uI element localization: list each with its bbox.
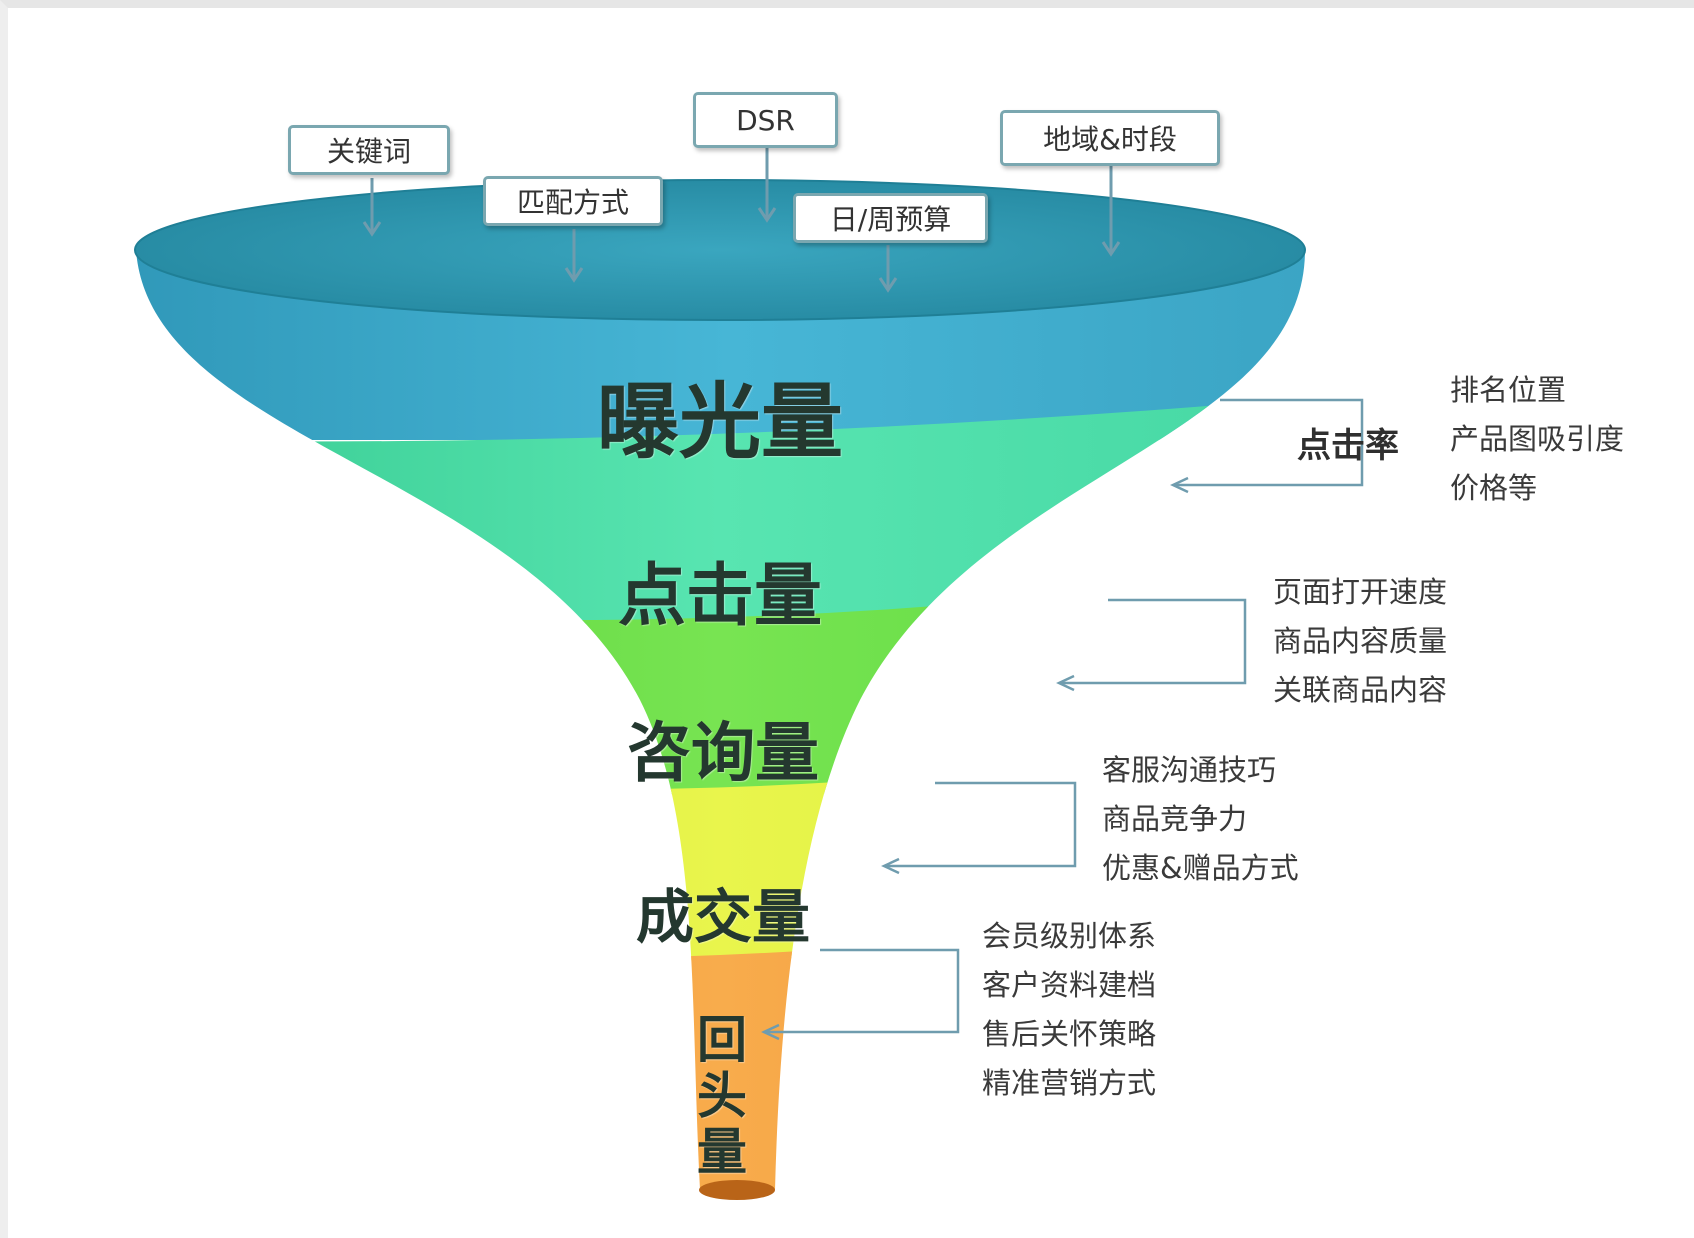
- input-box-region-time: 地域&时段: [1000, 110, 1220, 166]
- ctr-factor-item: 产品图吸引度: [1450, 422, 1625, 456]
- side-connectors: [761, 398, 1364, 1041]
- ctr-factor-list: 排名位置 产品图吸引度 价格等: [1450, 366, 1624, 513]
- inquiry-factor-item: 关联商品内容: [1273, 673, 1448, 707]
- spout-rim: [699, 1180, 775, 1200]
- deal-factor-item: 商品竞争力: [1102, 802, 1248, 836]
- deal-factor-item: 优惠&赠品方式: [1102, 851, 1299, 885]
- repeat-factor-item: 售后关怀策略: [982, 1017, 1157, 1051]
- ctr-factor-item: 排名位置: [1450, 373, 1567, 407]
- inquiry-factor-item: 页面打开速度: [1273, 575, 1448, 609]
- deal-factor-item: 客服沟通技巧: [1102, 753, 1277, 787]
- ctr-label: 点击率: [1297, 426, 1399, 466]
- inquiry-factor-list: 页面打开速度 商品内容质量 关联商品内容: [1273, 568, 1447, 715]
- stage-label-inquiries: 咨询量: [627, 717, 819, 791]
- stage-label-clicks: 点击量: [617, 557, 822, 636]
- repeat-factor-list: 会员级别体系 客户资料建档 售后关怀策略 精准营销方式: [982, 912, 1156, 1108]
- funnel-top-rim: [135, 180, 1305, 320]
- deal-factor-list: 客服沟通技巧 商品竞争力 优惠&赠品方式: [1102, 746, 1299, 893]
- input-box-dsr: DSR: [693, 92, 838, 148]
- stage-label-repeat: 回头量: [697, 1011, 747, 1181]
- repeat-factor-item: 精准营销方式: [982, 1066, 1157, 1100]
- input-box-keyword: 关键词: [288, 125, 450, 175]
- top-arrows: [362, 145, 1121, 293]
- input-box-budget: 日/周预算: [793, 193, 988, 243]
- stage-label-deals: 成交量: [635, 883, 810, 951]
- stage-label-exposure: 曝光量: [596, 375, 843, 470]
- repeat-factor-item: 会员级别体系: [982, 919, 1157, 953]
- ctr-factor-item: 价格等: [1450, 471, 1538, 505]
- funnel-rim-edge: [134, 179, 1306, 321]
- inquiry-factor-item: 商品内容质量: [1273, 624, 1448, 658]
- repeat-factor-item: 客户资料建档: [982, 968, 1157, 1002]
- input-box-match-type: 匹配方式: [483, 176, 663, 226]
